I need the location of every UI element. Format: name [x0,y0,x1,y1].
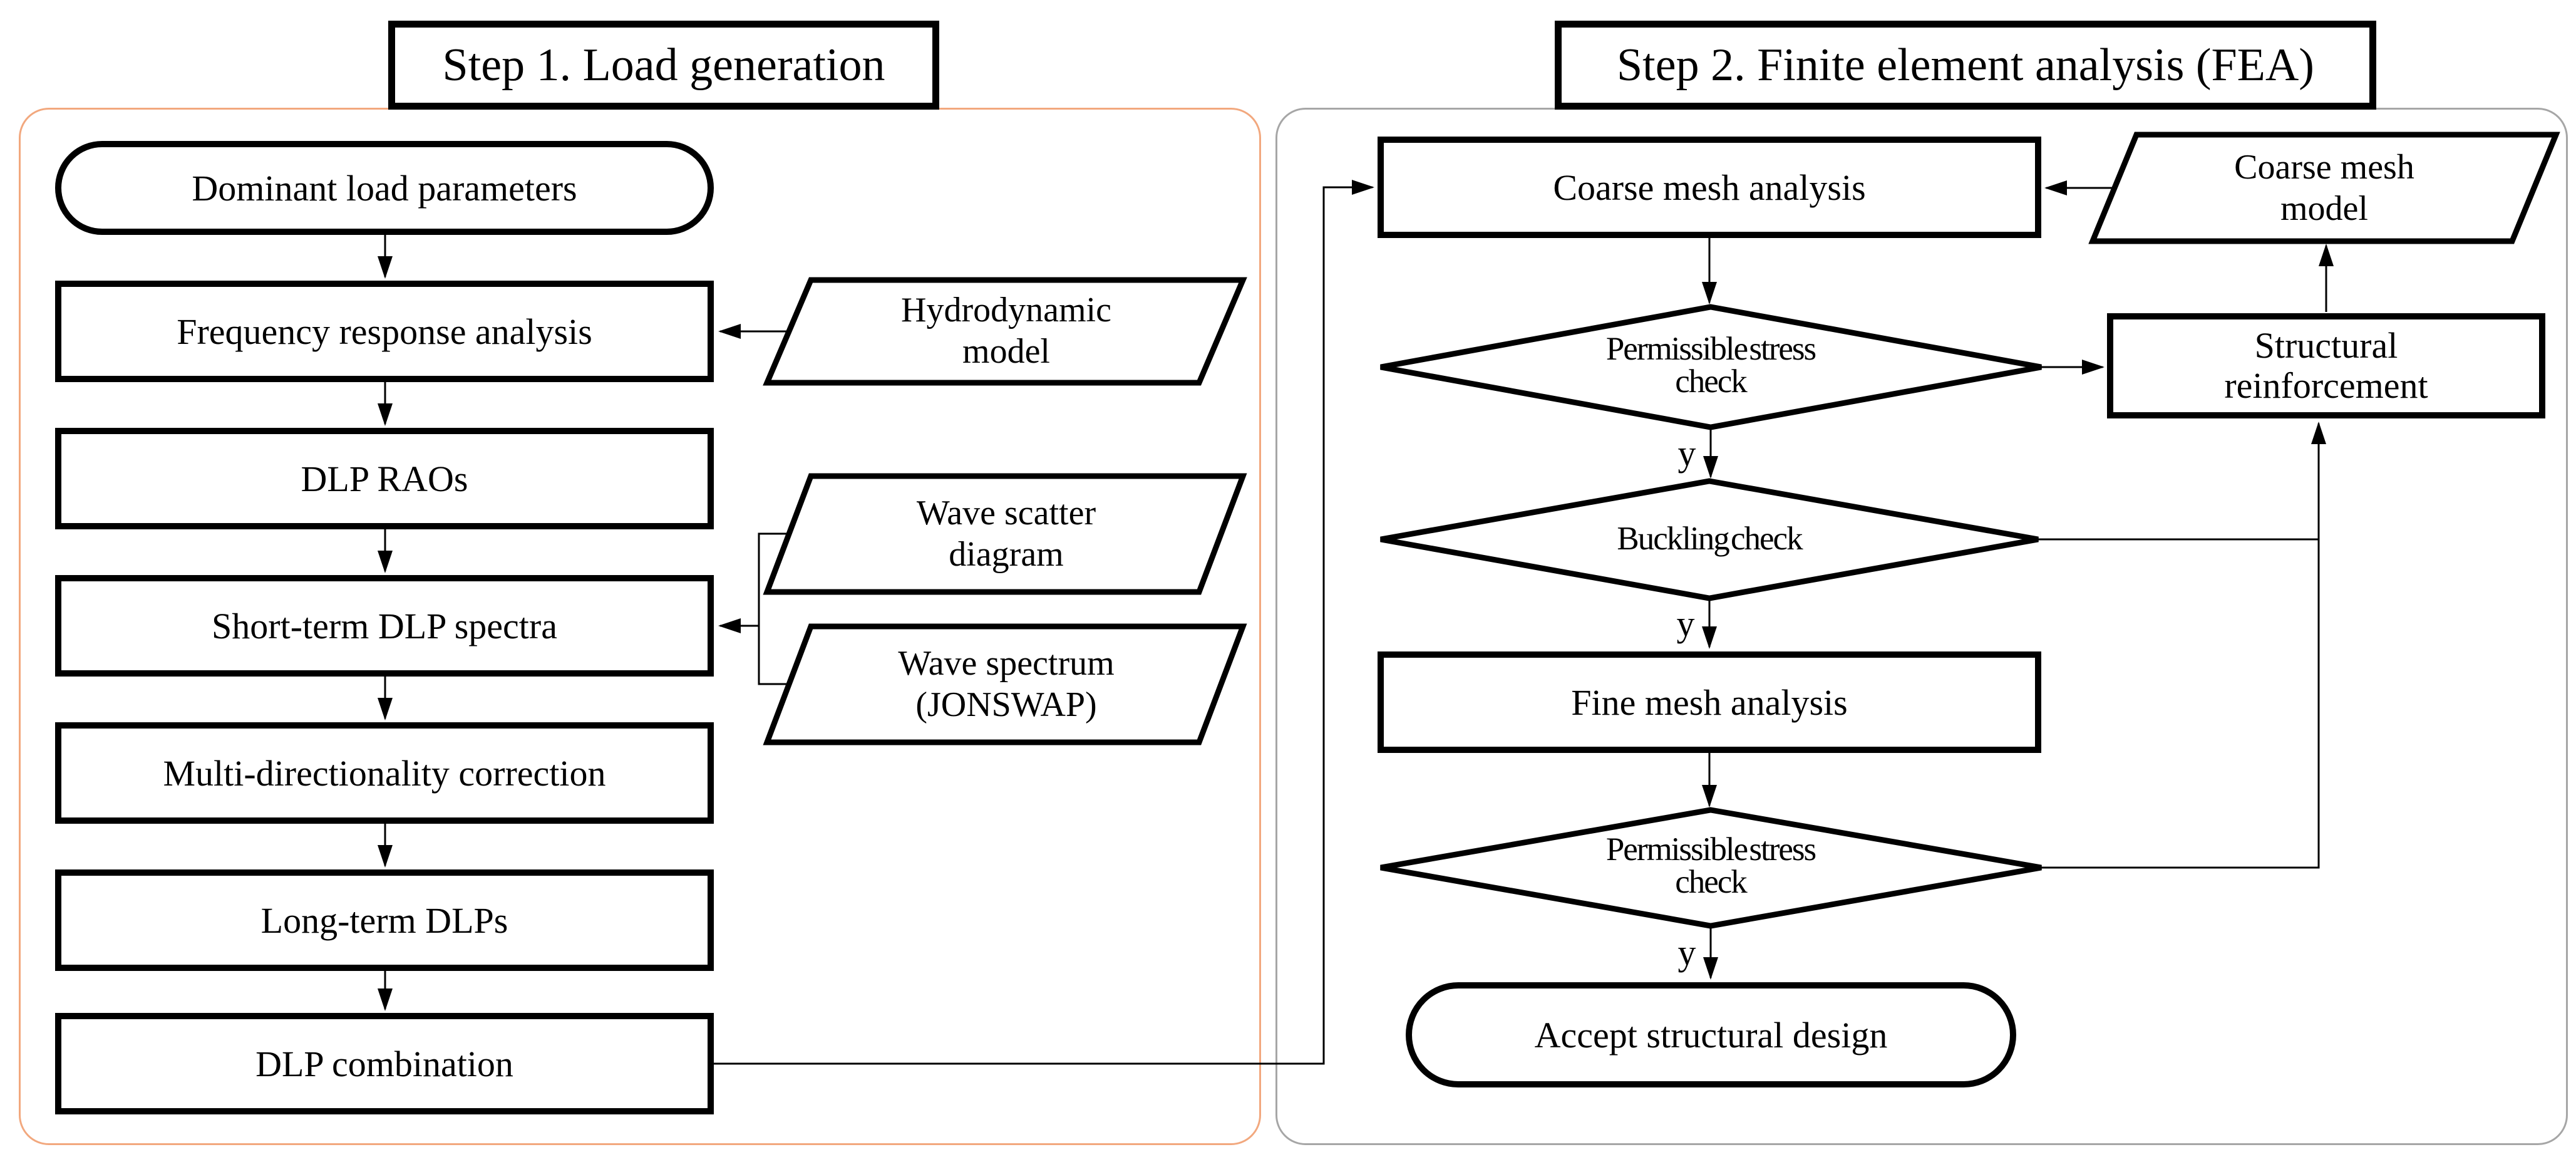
node-dominant-load-parameters: Dominant load parameters [55,141,714,235]
node-fine-mesh-analysis: Fine mesh analysis [1378,651,2041,753]
node-frequency-response-analysis: Frequency response analysis [55,281,714,382]
branch-label-yes-3: y [1677,931,1696,973]
node-multi-directionality-correction: Multi-directionality correction [55,722,714,824]
wave-scatter-diagram-parallelogram [763,473,1247,595]
step2-title-box: Step 2. Finite element analysis (FEA) [1555,21,2376,110]
node-frequency-response-analysis-label: Frequency response analysis [177,311,592,352]
node-dominant-load-parameters-label: Dominant load parameters [192,167,577,209]
step1-title-box: Step 1. Load generation [388,21,939,110]
coarse-mesh-model-parallelogram [2088,132,2560,244]
arrow-stress-check-2-feedback-to-reinforcement [2041,422,2326,869]
node-accept-structural-design-label: Accept structural design [1534,1014,1888,1056]
node-dlp-combination-label: DLP combination [255,1043,513,1084]
hydrodynamic-model-parallelogram [763,277,1247,386]
step1-title: Step 1. Load generation [442,39,885,91]
node-hydrodynamic-model-label: Hydrodynamic model [901,290,1111,371]
node-coarse-mesh-analysis: Coarse mesh analysis [1378,137,2041,238]
node-structural-reinforcement: Structural reinforcement [2107,313,2545,418]
node-short-term-dlp-spectra-label: Short-term DLP spectra [212,605,557,646]
node-short-term-dlp-spectra: Short-term DLP spectra [55,575,714,677]
node-fine-mesh-analysis-label: Fine mesh analysis [1571,682,1848,723]
node-wave-spectrum-jonswap-label: Wave spectrum (JONSWAP) [898,643,1115,724]
node-structural-reinforcement-label: Structural reinforcement [2224,325,2428,406]
node-accept-structural-design: Accept structural design [1406,982,2016,1087]
node-dlp-combination: DLP combination [55,1013,714,1114]
node-permissible-stress-check-1-label: Permissible stress check [1605,331,1816,400]
node-coarse-mesh-model-label: Coarse mesh model [2234,147,2414,228]
node-dlp-raos-label: DLP RAOs [301,458,468,499]
node-long-term-dlps-label: Long-term DLPs [260,900,508,941]
node-buckling-check-label: Buckling check [1617,521,1803,558]
branch-label-yes-2: y [1676,603,1695,644]
node-multi-directionality-correction-label: Multi-directionality correction [163,752,606,794]
wave-spectrum-jonswap-parallelogram [763,623,1247,745]
node-permissible-stress-check-2-label: Permissible stress check [1605,831,1816,900]
step2-title: Step 2. Finite element analysis (FEA) [1617,39,2314,91]
branch-label-yes-1: y [1677,432,1696,474]
arrow-combination-to-coarse-analysis [714,180,1374,1065]
node-coarse-mesh-analysis-label: Coarse mesh analysis [1553,167,1866,208]
node-wave-scatter-diagram-label: Wave scatter diagram [916,493,1096,574]
wire-wave-inputs-bracket [758,532,789,685]
node-long-term-dlps: Long-term DLPs [55,869,714,971]
node-dlp-raos: DLP RAOs [55,428,714,529]
